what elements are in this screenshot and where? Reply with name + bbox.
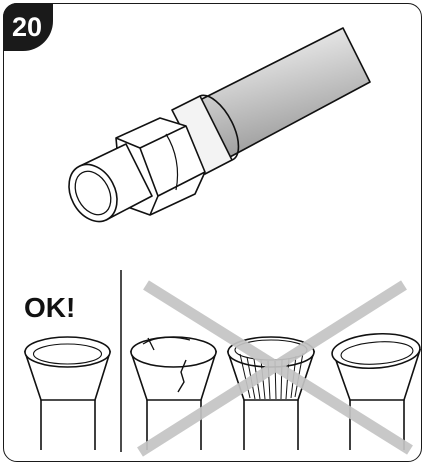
step-number-badge: 20 (3, 3, 53, 51)
cracked-flare-example (129, 336, 218, 450)
crack-line (177, 359, 187, 393)
incorrect-cross-mark (137, 280, 413, 457)
ok-label: OK! (24, 292, 76, 323)
correct-flare-example (23, 336, 112, 450)
pipe-with-nut-drawing (68, 27, 371, 223)
